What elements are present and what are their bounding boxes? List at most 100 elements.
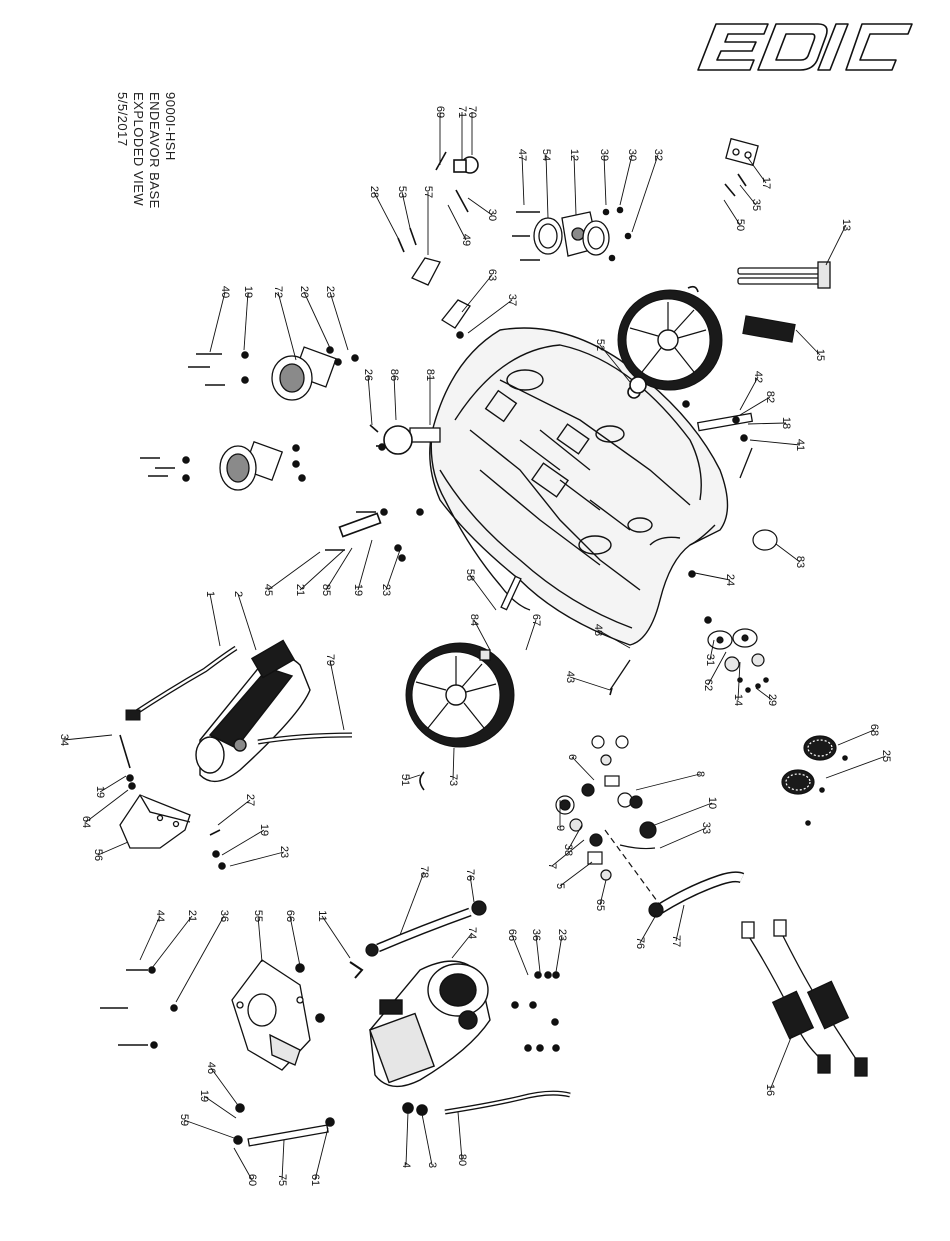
bracket-17 — [725, 137, 759, 167]
leader-line — [639, 914, 657, 944]
leader-line — [457, 1111, 463, 1161]
hose-1 — [125, 645, 238, 721]
part-number: 62 — [702, 679, 714, 691]
leader-line — [217, 799, 251, 826]
callout-83: 83 — [775, 543, 806, 568]
disc-group — [707, 628, 765, 672]
callout-42: 42 — [739, 371, 764, 411]
part-number: 15 — [814, 349, 826, 361]
leader-line — [467, 299, 513, 334]
callout-24: 24 — [689, 571, 736, 586]
part-number: 64 — [80, 816, 92, 828]
leader-line — [399, 871, 425, 936]
part-number: 19 — [352, 584, 364, 596]
part-number: 11 — [316, 910, 328, 921]
part-number: 7 — [546, 863, 558, 869]
part-number: 8 — [694, 771, 706, 777]
leader-line — [723, 199, 741, 226]
callout-36: 36 — [530, 929, 542, 973]
part-number: 83 — [794, 556, 806, 568]
part-number: 10 — [706, 797, 718, 809]
callout-69: 69 — [434, 106, 446, 165]
part-number: 19 — [258, 824, 270, 836]
part-number: 19 — [242, 286, 254, 298]
callout-57: 57 — [422, 186, 434, 255]
leader-line — [183, 1119, 235, 1139]
callout-35: 35 — [739, 184, 762, 211]
callout-86: 86 — [388, 369, 400, 421]
part-number: 40 — [219, 286, 231, 298]
callout-56: 56 — [92, 841, 129, 861]
part-number: 16 — [764, 1084, 776, 1096]
part-number: 74 — [466, 927, 478, 939]
part-number: 30 — [626, 149, 638, 161]
leader-line — [329, 659, 345, 731]
callout-18: 18 — [747, 417, 792, 429]
leader-line — [473, 619, 491, 651]
part-number: 21 — [186, 910, 198, 922]
callout-76: 76 — [634, 914, 657, 949]
vacuum-motor — [368, 960, 491, 1088]
part-number: 37 — [506, 294, 518, 306]
callout-49: 49 — [447, 204, 472, 246]
leader-line — [401, 191, 411, 229]
part-number: 44 — [154, 910, 166, 922]
leader-line — [737, 661, 741, 701]
callout-38: 38 — [562, 824, 583, 856]
leader-line — [393, 374, 397, 421]
leader-line — [321, 915, 351, 959]
leader-line — [739, 396, 771, 416]
callout-15: 15 — [795, 329, 826, 361]
leader-line — [325, 547, 353, 591]
part-number: 56 — [92, 849, 104, 861]
part-number: 81 — [424, 369, 436, 381]
callout-41: 41 — [749, 439, 806, 451]
callout-21: 21 — [151, 910, 198, 969]
power-cord-16 — [741, 919, 868, 1077]
part-number: 32 — [652, 149, 664, 161]
pump-motor — [195, 639, 311, 783]
callout-78: 78 — [399, 866, 430, 936]
part-number: 28 — [368, 186, 380, 198]
callout-60: 60 — [233, 1147, 258, 1186]
part-number: 20 — [298, 286, 310, 298]
leader-line — [573, 154, 577, 216]
leader-line — [825, 755, 887, 779]
leader-line — [559, 861, 593, 887]
leader-line — [210, 1067, 241, 1109]
shafts — [247, 427, 753, 1147]
grille-25 — [781, 769, 815, 795]
callout-50: 50 — [723, 199, 746, 231]
part-number: 6 — [566, 754, 578, 760]
part-number: 70 — [466, 106, 478, 118]
callout-46: 46 — [205, 1062, 241, 1109]
callout-61: 61 — [309, 1127, 329, 1186]
callout-66: 66 — [506, 929, 529, 976]
part-number: 12 — [568, 149, 580, 161]
leader-line — [467, 197, 493, 216]
leader-line — [221, 829, 265, 856]
edic-logo — [697, 23, 913, 71]
callout-27: 27 — [217, 794, 256, 826]
leader-line — [775, 543, 801, 563]
leader-line — [277, 291, 297, 361]
leader-line — [551, 839, 585, 867]
callout-51: 51 — [399, 774, 421, 786]
leader-line — [659, 827, 707, 849]
callout-19: 19 — [352, 539, 373, 596]
part-number: 55 — [252, 910, 264, 922]
part-number: 23 — [556, 929, 568, 941]
leader-line — [795, 329, 821, 356]
part-number: 30 — [486, 209, 498, 221]
callout-71: 71 — [456, 106, 468, 160]
part-number: 27 — [244, 794, 256, 806]
leader-line — [709, 639, 715, 661]
leader-line — [63, 734, 113, 741]
callout-19: 19 — [242, 286, 254, 351]
callout-44: 44 — [139, 910, 166, 961]
part-number: 71 — [456, 106, 468, 118]
callout-45: 45 — [262, 551, 321, 596]
leader-line — [85, 789, 129, 823]
callout-19: 19 — [94, 775, 127, 798]
